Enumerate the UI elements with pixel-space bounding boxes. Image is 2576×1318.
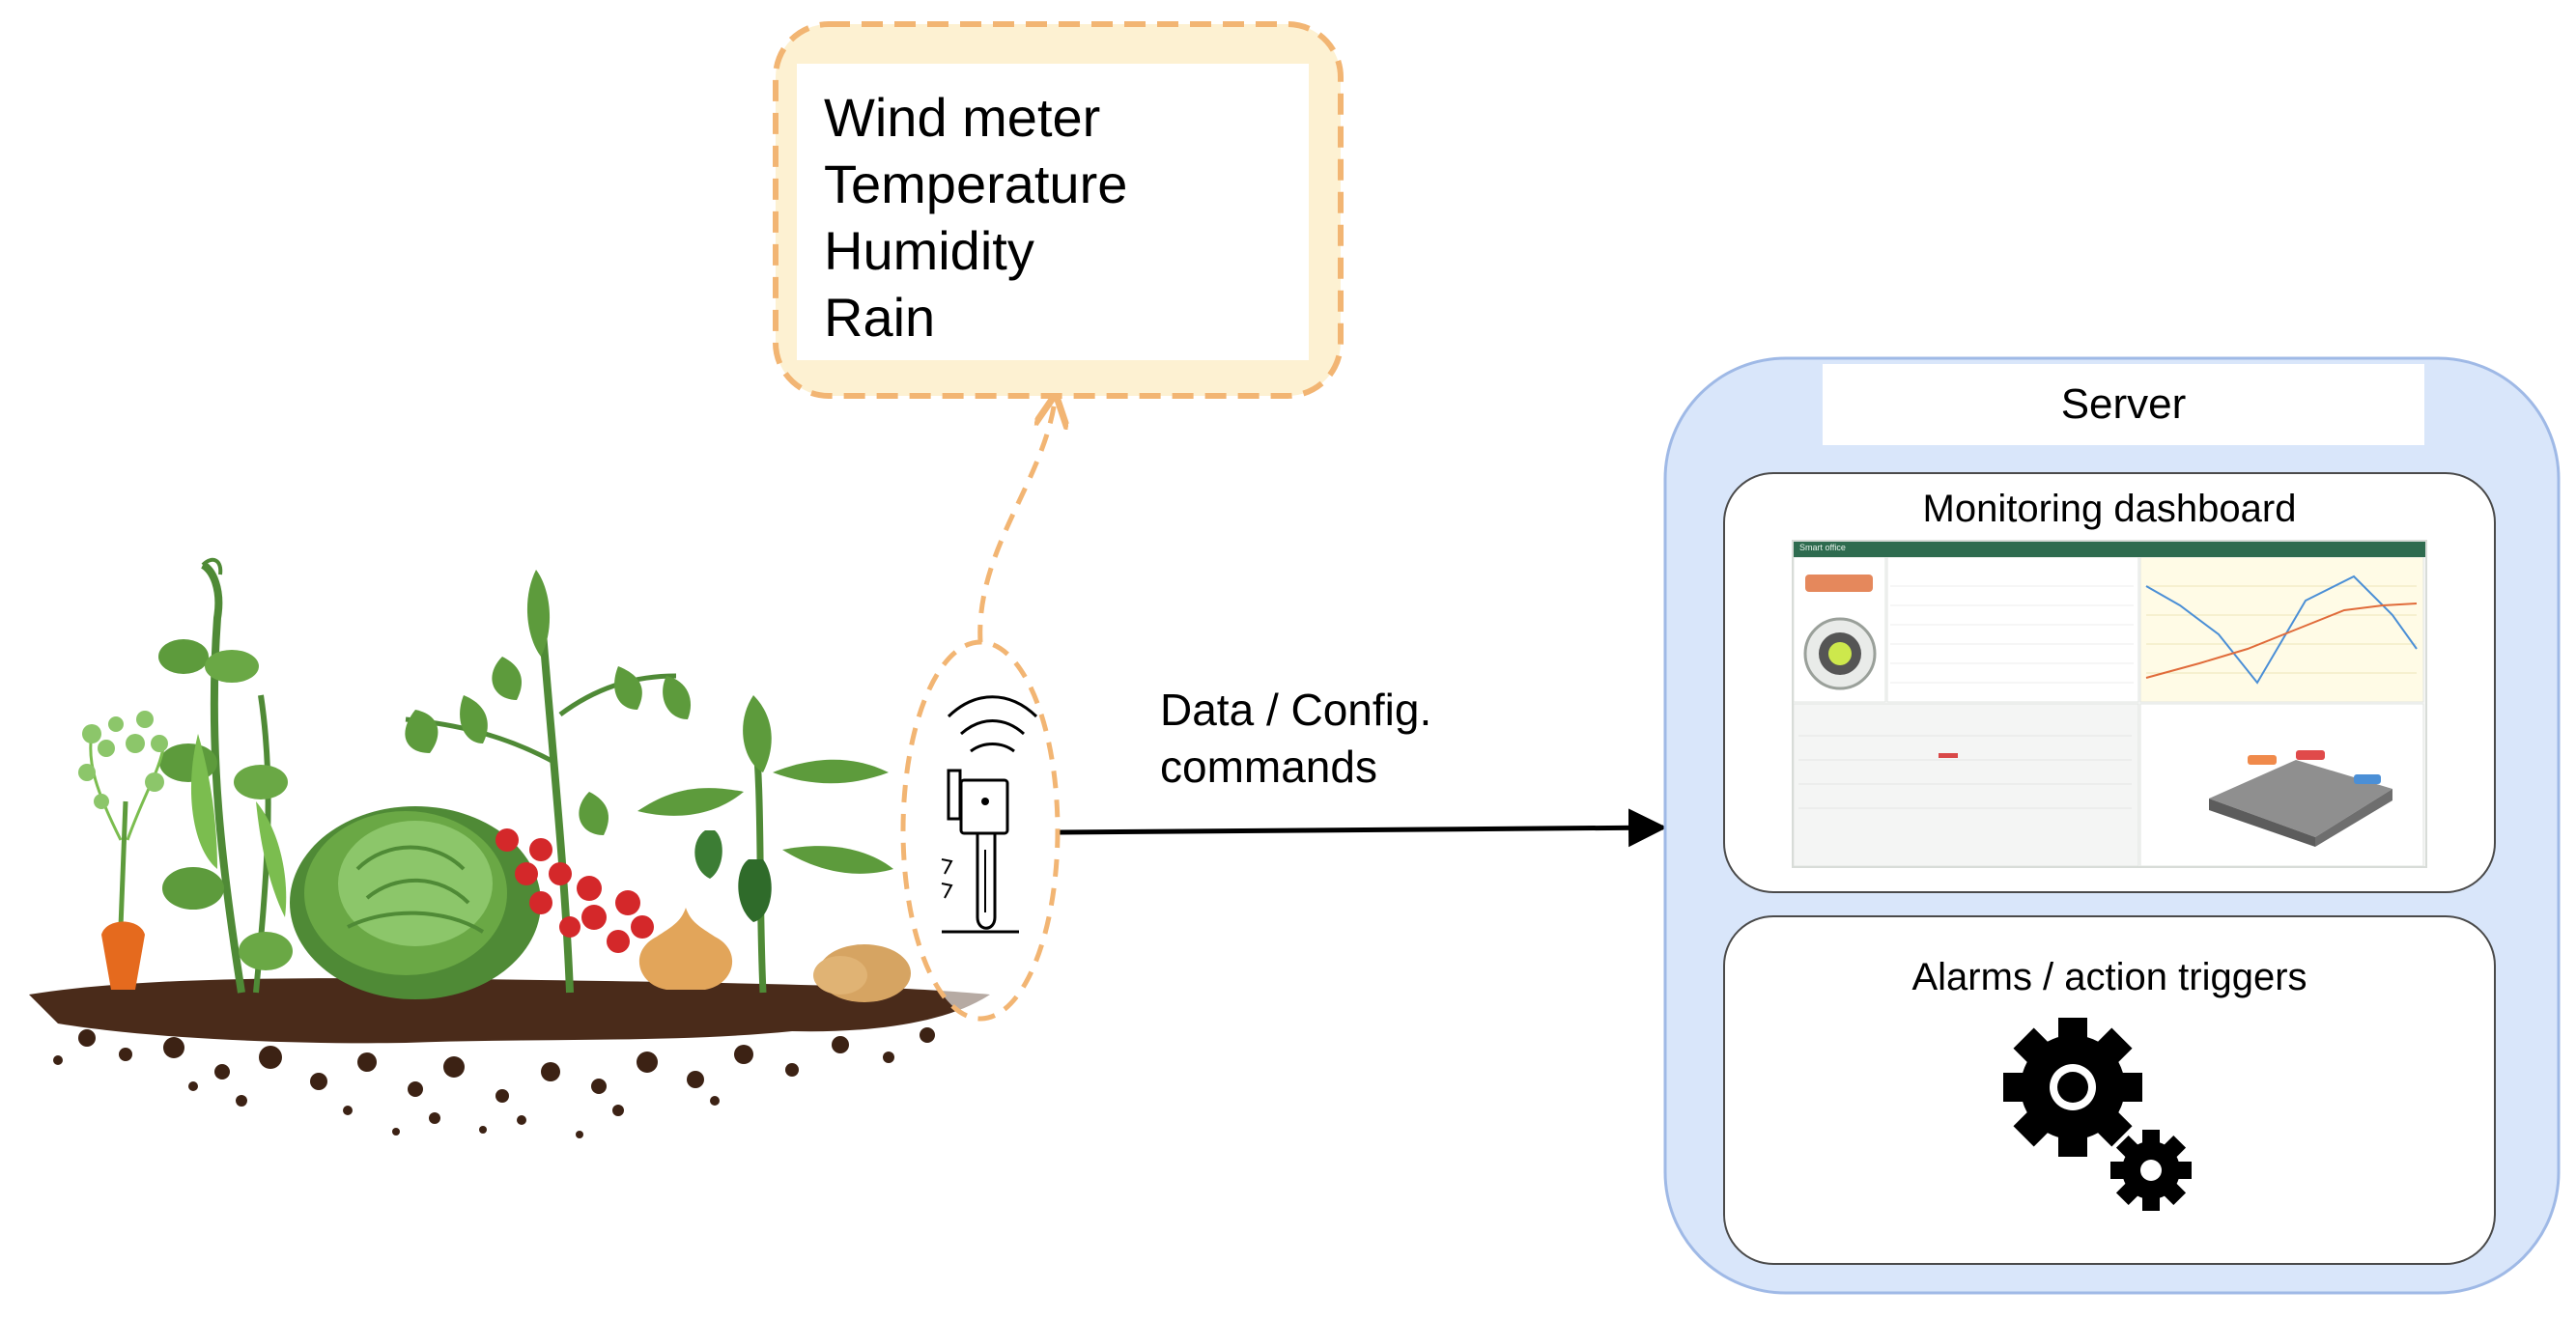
- potato: [813, 944, 911, 1002]
- pea-plant: [158, 557, 293, 994]
- sensor-list: Wind meter Temperature Humidity Rain: [824, 84, 1127, 351]
- dashboard-header-bar: Smart office: [1794, 542, 2425, 557]
- data-arrow: [1059, 808, 1667, 848]
- sensor-item-wind-meter: Wind meter: [824, 87, 1101, 148]
- monitoring-dashboard-title: Monitoring dashboard: [1922, 488, 2297, 530]
- data-link-label-line1: Data / Config.: [1160, 685, 1432, 735]
- server-title: Server: [1823, 364, 2424, 445]
- dashboard-thumbnail: Smart office: [1792, 540, 2427, 868]
- tomato-plant: [405, 570, 692, 994]
- lettuce: [290, 806, 541, 999]
- sensor-item-humidity: Humidity: [824, 220, 1034, 281]
- pepper-plant: [637, 695, 893, 994]
- alarms-title: Alarms / action triggers: [1911, 956, 2307, 998]
- sensor-item-temperature: Temperature: [824, 154, 1128, 214]
- sensor-callout: [773, 21, 1344, 399]
- carrot-plant: [78, 711, 168, 990]
- sensor-to-callout-connector: [977, 401, 1055, 643]
- alarms-panel: Alarms / action triggers: [1723, 915, 2496, 1265]
- dashboard-header-title: Smart office: [1799, 543, 1846, 552]
- wifi-icon: [947, 695, 1038, 753]
- data-link-label: Data / Config. commands: [1160, 682, 1431, 796]
- sensor-item-rain: Rain: [824, 287, 936, 348]
- soil: [29, 978, 990, 1138]
- weather-sensor: [900, 639, 1061, 1022]
- onion: [638, 908, 733, 990]
- data-link-label-line2: commands: [1160, 742, 1377, 792]
- dashboard-thumbnail-graphics: [1794, 557, 2424, 866]
- garden-illustration: [29, 557, 990, 1138]
